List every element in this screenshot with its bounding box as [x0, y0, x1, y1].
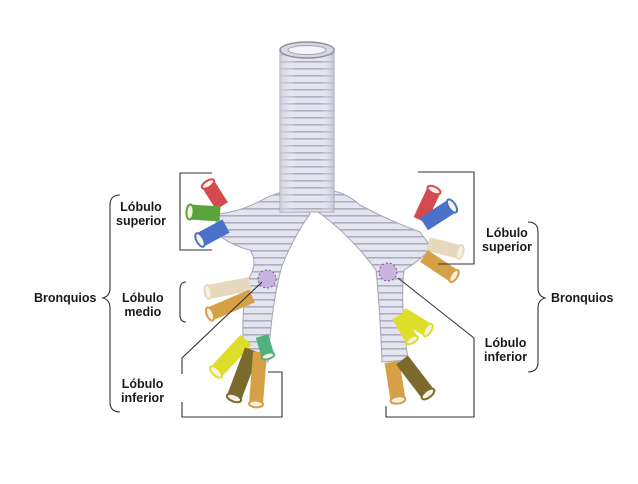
tube-right-apical-opening: [200, 178, 216, 190]
tube-right-posterior: [189, 204, 221, 222]
tube-left-lingula: [420, 250, 458, 282]
label-right-group: Bronquios: [34, 291, 97, 305]
tube-left-anterior-opening: [455, 244, 465, 260]
brackets: [101, 171, 547, 418]
tube-right-lateral-opening: [203, 284, 213, 300]
bracket-left-inferior-box: [385, 338, 475, 418]
bracket-left-inferior: [397, 277, 475, 339]
tube-left-inferior-4: [396, 355, 434, 399]
tube-left-apical-opening: [426, 184, 442, 196]
tube-left-anterior: [426, 237, 462, 259]
label-right-inferior: Lóbulo inferior: [121, 377, 165, 405]
label-left-inferior: Lóbulo inferior: [484, 336, 528, 364]
bracket-right-inferior: [181, 371, 283, 418]
tube-right-anterior-opening: [194, 232, 206, 248]
tube-right-posterior-opening: [185, 203, 195, 221]
bracket-right-superior: [179, 172, 212, 251]
tube-right-medial: [207, 289, 255, 321]
bracket-left-group: [527, 221, 547, 373]
tube-right-inferior-3: [249, 351, 267, 405]
label-right-medio: Lóbulo medio: [122, 291, 164, 319]
tube-right-inferior-3-opening: [248, 399, 264, 409]
tube-right-inferior-2-opening: [225, 392, 243, 404]
label-left-group: Bronquios: [551, 291, 614, 305]
bronchus-marker-right: [257, 269, 277, 289]
tube-left-inferior-3-opening: [389, 395, 407, 405]
label-left-superior: Lóbulo superior: [482, 226, 533, 254]
bronchus-marker-left: [378, 262, 398, 282]
tube-right-anterior: [196, 219, 230, 247]
tube-left-inferior-4-opening: [420, 387, 436, 401]
bracket-right-medio: [179, 281, 187, 323]
tube-right-inferior-1-opening: [209, 365, 223, 379]
tube-right-inferior-1: [210, 334, 252, 378]
tube-right-lateral: [206, 277, 252, 299]
tube-left-posterior: [419, 199, 457, 231]
tube-left-inferior-2-opening: [405, 334, 419, 346]
tube-left-lingula-opening: [448, 268, 460, 284]
airway-body: [213, 41, 433, 363]
leader-right-inferior: [181, 281, 263, 374]
tube-left-inferior-2: [392, 312, 418, 344]
tube-right-medial-opening: [204, 306, 216, 322]
bracket-right-group: [101, 194, 121, 413]
tube-left-inferior-3: [384, 360, 406, 402]
bracket-left-superior: [418, 171, 475, 265]
segmental-bronchi: [185, 178, 465, 409]
label-right-superior: Lóbulo superior: [116, 200, 167, 228]
tube-right-apical: [202, 180, 228, 210]
tube-left-inferior-1: [398, 308, 432, 336]
tube-right-inferior-4-opening: [260, 351, 276, 361]
tube-right-inferior-2: [226, 347, 260, 401]
tube-left-posterior-opening: [445, 198, 459, 214]
tube-left-apical: [413, 187, 441, 223]
tube-left-inferior-1-opening: [422, 322, 434, 338]
